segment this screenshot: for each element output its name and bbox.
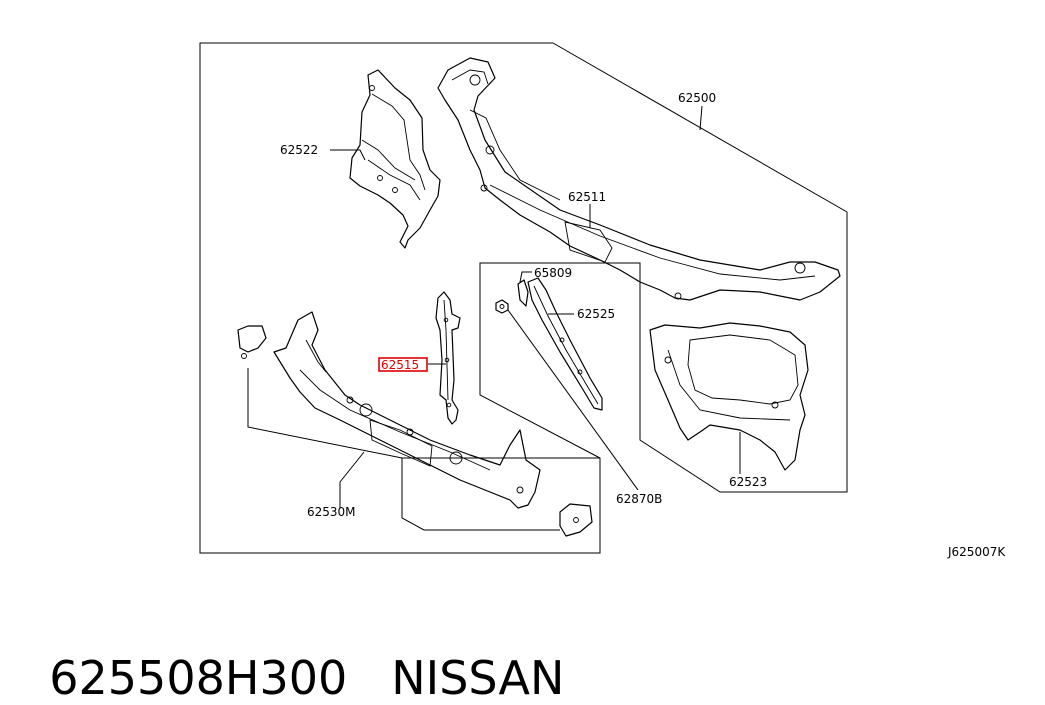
label-62530m[interactable]: 62530M	[307, 505, 356, 519]
label-62522[interactable]: 62522	[280, 143, 318, 157]
label-62511[interactable]: 62511	[568, 190, 606, 204]
assembly-frame	[199, 42, 601, 554]
highlight-box	[378, 357, 428, 372]
label-62525[interactable]: 62525	[577, 307, 615, 321]
label-62523[interactable]: 62523	[729, 475, 767, 489]
part-62530m[interactable]	[237, 311, 593, 537]
leader-lines	[330, 105, 741, 531]
label-62500[interactable]: 62500	[678, 91, 716, 105]
part-number-text: 625508H300	[49, 651, 348, 705]
caption: 625508H300 NISSAN	[20, 597, 564, 705]
label-62870b[interactable]: 62870B	[616, 492, 662, 506]
diagram-code: J625007K	[947, 545, 1006, 559]
part-62522[interactable]	[349, 69, 441, 249]
brand-text: NISSAN	[391, 651, 565, 705]
part-65809[interactable]	[517, 279, 529, 307]
label-62515[interactable]: 62515	[381, 358, 419, 372]
part-62515[interactable]	[435, 291, 461, 425]
label-65809[interactable]: 65809	[534, 266, 572, 280]
assembly-frame-right	[479, 42, 848, 493]
part-62511[interactable]	[437, 57, 841, 301]
part-62523[interactable]	[649, 322, 809, 471]
parts-diagram: 62500 62511 62522 65809 62525 62515 6252…	[199, 42, 1006, 559]
part-62870b[interactable]	[495, 299, 509, 314]
part-62525[interactable]	[527, 277, 603, 411]
